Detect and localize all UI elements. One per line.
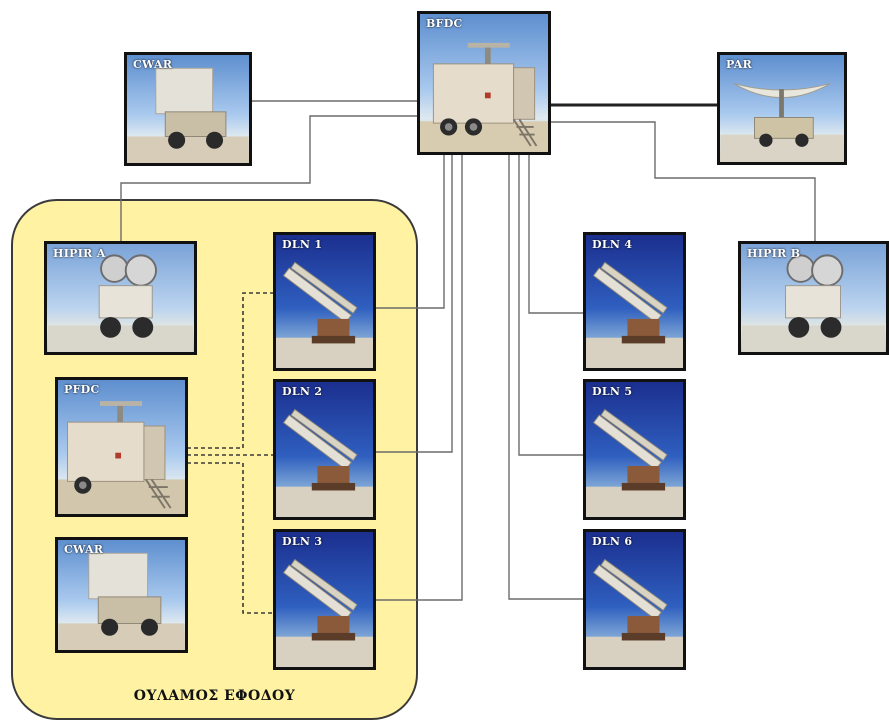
node-cwar[interactable]: CWAR (124, 52, 252, 166)
radar-dish-image (720, 55, 844, 162)
link-bfdc-hipir-b (550, 121, 816, 242)
command-post-image (58, 380, 185, 514)
link-pfdc-dln1 (187, 292, 275, 449)
launcher-image (586, 532, 683, 667)
node-pfdc[interactable]: PFDC (55, 377, 188, 517)
launcher-image (276, 532, 373, 667)
launcher-image (276, 382, 373, 517)
node-cwar-label: CWAR (133, 58, 173, 71)
node-hipir-a[interactable]: HIPIR A (44, 241, 197, 355)
node-dln1-label: DLN 1 (282, 238, 323, 251)
link-bfdc-dln6 (508, 155, 583, 600)
radar-panel-image (58, 540, 185, 650)
node-hipir-a-label: HIPIR A (53, 247, 106, 260)
node-dln2-label: DLN 2 (282, 385, 323, 398)
node-dln3-label: DLN 3 (282, 535, 323, 548)
illuminator-image (47, 244, 194, 352)
node-cwar-2[interactable]: CWAR (55, 537, 188, 653)
link-pfdc-dln3 (187, 462, 275, 614)
radar-panel-image (127, 55, 249, 163)
node-dln1[interactable]: DLN 1 (273, 232, 376, 371)
link-bfdc-dln4 (528, 155, 583, 314)
node-dln5[interactable]: DLN 5 (583, 379, 686, 520)
node-dln6-label: DLN 6 (592, 535, 633, 548)
node-dln3[interactable]: DLN 3 (273, 529, 376, 670)
node-dln5-label: DLN 5 (592, 385, 633, 398)
link-bfdc-dln5 (518, 155, 583, 456)
node-dln6[interactable]: DLN 6 (583, 529, 686, 670)
node-cwar-2-label: CWAR (64, 543, 104, 556)
link-bfdc-dln1 (376, 155, 445, 309)
node-pfdc-label: PFDC (64, 383, 100, 396)
zone-label: ΟΥΛΑΜΟΣ ΕΦΟΔΟΥ (133, 688, 296, 704)
node-dln4[interactable]: DLN 4 (583, 232, 686, 371)
node-par[interactable]: PAR (717, 52, 847, 165)
node-hipir-b[interactable]: HIPIR B (738, 241, 889, 355)
launcher-image (586, 235, 683, 368)
node-bfdc[interactable]: BFDC (417, 11, 551, 155)
node-par-label: PAR (726, 58, 753, 71)
node-hipir-b-label: HIPIR B (747, 247, 801, 260)
node-dln4-label: DLN 4 (592, 238, 633, 251)
node-dln2[interactable]: DLN 2 (273, 379, 376, 520)
link-bfdc-dln3 (376, 155, 463, 601)
launcher-image (276, 235, 373, 368)
launcher-image (586, 382, 683, 517)
command-post-image (420, 14, 548, 152)
link-bfdc-dln2 (376, 155, 453, 453)
node-bfdc-label: BFDC (426, 17, 463, 30)
illuminator-image (741, 244, 886, 352)
link-bfdc-hipir-a (120, 115, 418, 241)
